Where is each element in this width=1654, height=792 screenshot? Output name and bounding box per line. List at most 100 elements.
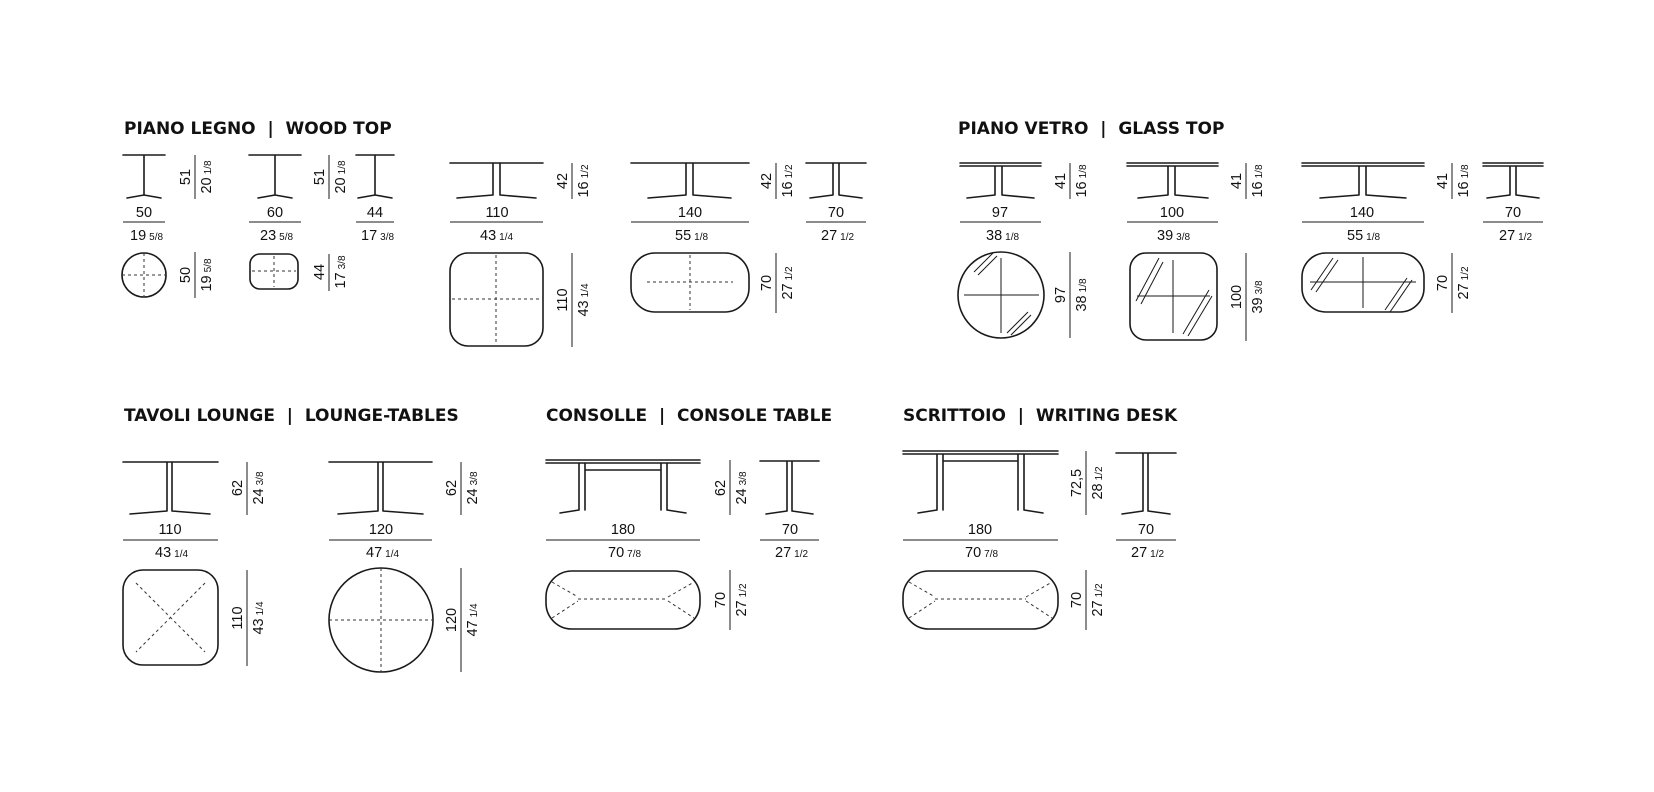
dim-height-cm: 51 [312,169,328,185]
dim-height-cm: 42 [759,173,775,189]
section-title-wood-top: PIANO LEGNO | WOOD TOP [124,119,392,139]
dim-height-in: 161/8 [1250,164,1266,197]
console-side-180-table [545,459,731,541]
section-title-glass-top: PIANO VETRO | GLASS TOP [958,119,1224,139]
wood-top-square-110 [449,252,573,347]
glass-top-oval-140 [1301,252,1453,313]
dim-height-cm: 72,5 [1069,469,1085,497]
dim-depth-in: 471/4 [465,603,481,636]
dim-height-in: 243/8 [734,471,750,504]
dim-width-cm: 50 [136,205,152,221]
dim-width-cm: 70 [782,522,798,538]
wood-side-60-table [248,154,330,223]
dim-depth-cm: 50 [178,267,194,283]
dim-depth-cm: 110 [555,288,571,311]
dim-depth-in: 431/4 [251,601,267,634]
dim-depth-in: 393/8 [1250,280,1266,313]
wood-side-140-table [630,162,777,223]
dim-width-cm: 70 [1505,205,1521,221]
section-title-lounge-tables: TAVOLI LOUNGE | LOUNGE-TABLES [124,406,459,426]
dim-width-cm: 100 [1160,205,1184,221]
glass-side-140-table [1301,162,1453,223]
glass-side-97-table [959,162,1071,223]
dim-width-cm: 60 [267,205,283,221]
dim-depth-cm: 70 [759,275,775,291]
dim-depth-in: 173/8 [333,255,349,288]
dim-height-in: 161/8 [1456,164,1472,197]
console-top-oval-180 [545,570,731,630]
dim-depth-in: 271/2 [734,583,750,616]
dim-width-cm: 140 [678,205,702,221]
lounge-side-110-table [122,461,248,541]
dim-depth-in: 431/4 [576,283,592,316]
dim-height-in: 281/2 [1090,466,1106,499]
wood-side-50-table [122,154,196,223]
dim-width-cm: 110 [158,522,181,538]
dim-depth-cm: 70 [713,592,729,608]
dim-depth-in: 381/8 [1074,278,1090,311]
lounge-top-round-120 [328,567,462,673]
dim-width-cm: 97 [992,205,1008,221]
dim-height-cm: 62 [713,480,729,496]
wood-side-44-table [355,154,395,223]
dim-depth-in: 271/2 [1456,266,1472,299]
dim-height-cm: 62 [230,480,246,496]
wood-top-oval-140 [630,252,777,313]
dim-height-cm: 62 [444,480,460,496]
glass-top-square-100 [1129,252,1247,341]
section-title-console-table: CONSOLLE | CONSOLE TABLE [546,406,832,426]
dim-height-in: 243/8 [465,471,481,504]
dim-height-cm: 41 [1053,173,1069,189]
glass-side-100-table [1126,162,1247,223]
dim-height-in: 161/8 [1074,164,1090,197]
desk-top-oval-180 [902,570,1087,630]
desk-side-70-table [1115,452,1177,541]
dim-height-cm: 41 [1229,173,1245,189]
wood-side-110-table [449,162,573,223]
dim-width-cm: 120 [369,522,393,538]
dim-height-cm: 41 [1435,173,1451,189]
dim-width-cm: 180 [611,522,635,538]
dim-depth-cm: 120 [444,608,460,632]
glass-side-70-table [1482,162,1544,223]
section-title-writing-desk: SCRITTOIO | WRITING DESK [903,406,1178,426]
glass-top-round-97 [957,251,1071,339]
dim-width-cm: 70 [1138,522,1154,538]
dim-width-cm: 44 [367,205,383,221]
dim-depth-cm: 100 [1229,285,1245,309]
dim-depth-cm: 70 [1435,275,1451,291]
wood-side-70-table [805,162,867,223]
dim-width-cm: 110 [485,205,508,221]
dim-width-cm: 140 [1350,205,1374,221]
dim-height-in: 201/8 [333,160,349,193]
dim-depth-cm: 97 [1053,287,1069,303]
dim-depth-in: 271/2 [1090,583,1106,616]
dim-height-cm: 42 [555,173,571,189]
dim-width-cm: 70 [828,205,844,221]
console-side-70-table [759,460,820,541]
dim-depth-cm: 110 [230,606,246,629]
dim-depth-cm: 44 [312,264,328,280]
dim-depth-in: 195/8 [199,258,215,291]
dim-height-in: 243/8 [251,471,267,504]
dim-height-in: 201/8 [199,160,215,193]
dim-depth-in: 271/2 [780,266,796,299]
desk-side-180-table [902,450,1087,541]
lounge-top-square-110 [122,569,248,666]
dim-width-cm: 180 [968,522,992,538]
